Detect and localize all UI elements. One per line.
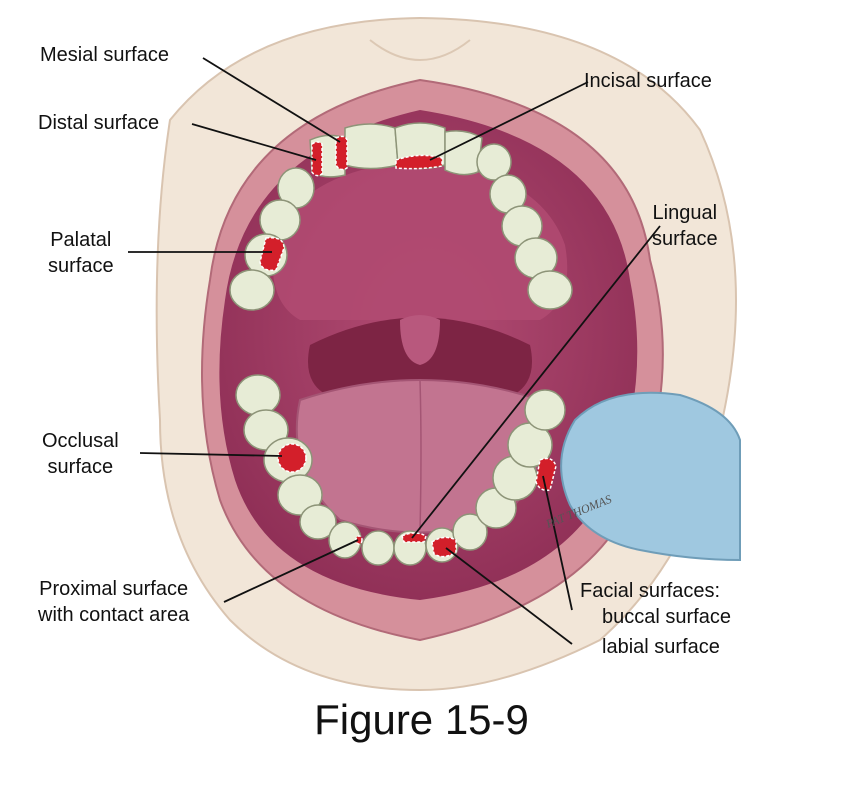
label-palatal-line1: Palatal [50,229,112,251]
label-facial-surfaces: Facial surfaces: [580,580,721,602]
label-palatal-line2: surface [48,255,114,277]
label-lingual-surface: Lingual surface [652,200,718,252]
lingual-highlight [401,532,427,543]
buccal-highlight [535,457,557,492]
label-lingual-line1: Lingual [652,202,718,224]
leader-lines [128,57,661,645]
occlusal-highlight [277,443,307,473]
label-mesial-surface: Mesial surface [40,44,169,66]
surface-highlights [259,135,557,558]
label-labial-surface: labial surface [602,636,720,658]
label-proximal-line1: Proximal surface [39,578,189,600]
label-palatal-surface: Palatal surface [48,227,114,279]
label-occlusal-line1: Occlusal [42,430,119,452]
label-lingual-line2: surface [652,228,718,250]
label-buccal-surface: buccal surface [602,606,731,628]
label-proximal-line2: with contact area [38,604,190,626]
gloved-finger [560,391,741,562]
palatal-highlight [259,236,285,272]
label-occlusal-surface: Occlusal surface [42,428,119,480]
figure-caption: Figure 15-9 [314,696,529,743]
mesial-highlight [335,135,348,171]
label-distal-surface: Distal surface [38,112,160,134]
label-proximal-surface: Proximal surface with contact area [38,576,189,628]
label-occlusal-line2: surface [47,456,114,478]
uvula [400,315,440,365]
distal-highlight [311,141,323,177]
label-incisal-surface: Incisal surface [584,70,712,92]
